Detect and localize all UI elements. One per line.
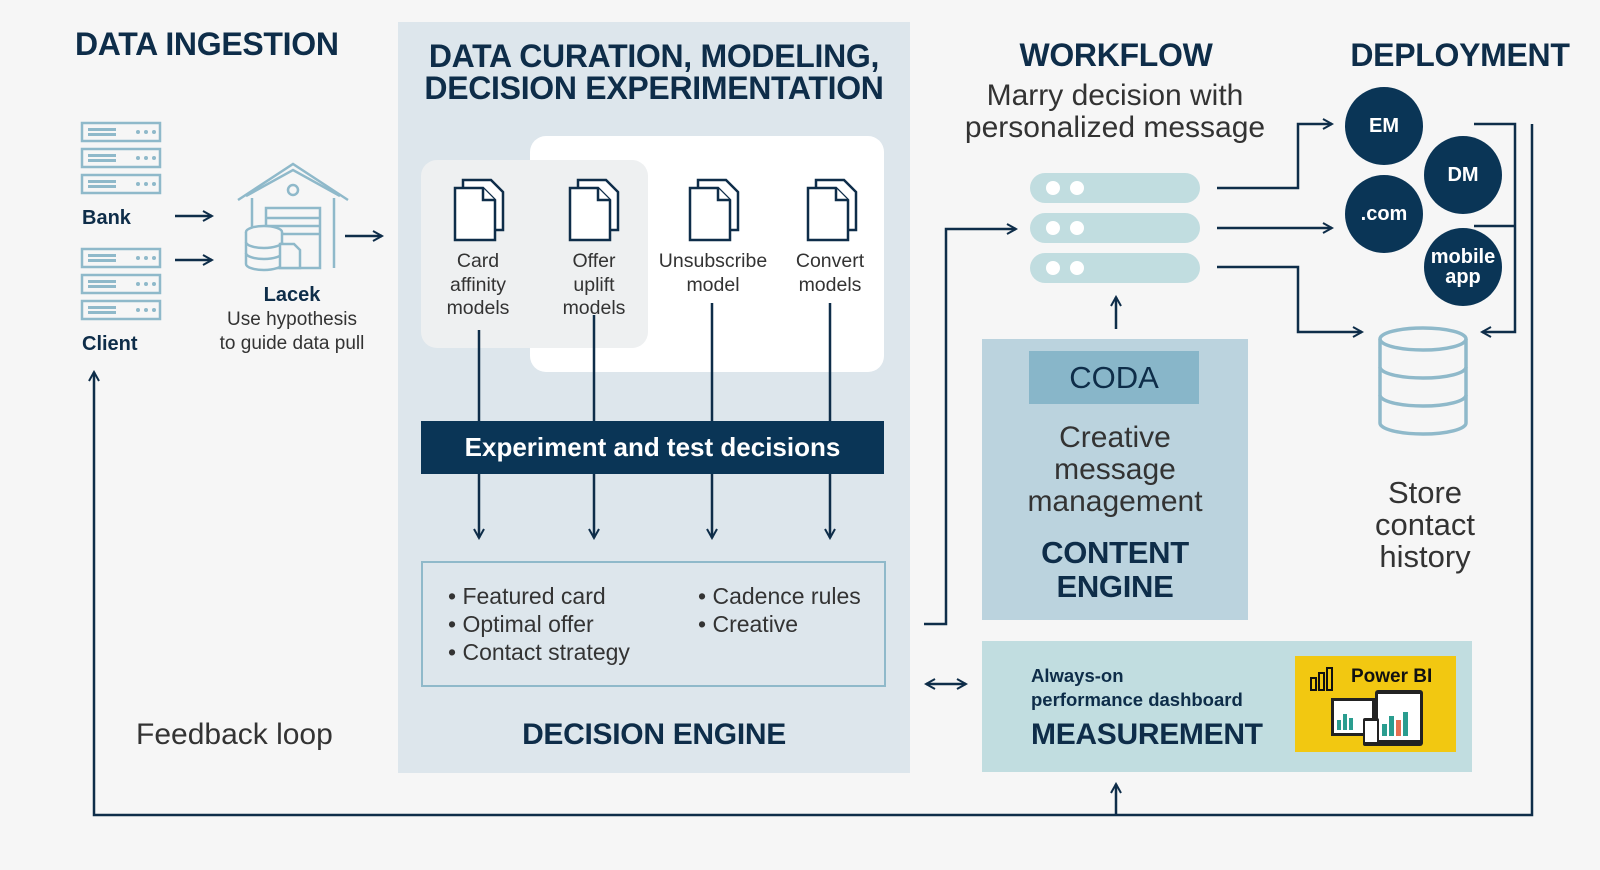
channel-em: EM xyxy=(1345,87,1423,165)
client-label: Client xyxy=(82,333,138,355)
measurement-title: MEASUREMENT xyxy=(1031,718,1263,751)
workflow-title: WORKFLOW xyxy=(1019,37,1213,73)
document-icon xyxy=(806,178,858,242)
feedback-loop-label: Feedback loop xyxy=(136,718,333,751)
channel-dm: DM xyxy=(1424,136,1502,214)
decision-item: Creative xyxy=(698,610,861,638)
coda-label: CODA xyxy=(1029,351,1199,404)
database-icon xyxy=(1378,326,1468,436)
workflow-to-em-arrow xyxy=(1217,124,1332,190)
content-engine-title: CONTENT ENGINE xyxy=(1041,535,1189,604)
decision-engine-title: DECISION ENGINE xyxy=(522,718,786,751)
decision-item: Featured card xyxy=(448,582,630,610)
decision-item: Contact strategy xyxy=(448,638,629,666)
measurement-description: Always-on performance dashboard xyxy=(1031,665,1243,710)
bank-server-icon xyxy=(80,121,162,195)
powerbi-logo: Power BI xyxy=(1295,656,1456,752)
powerbi-bars-icon xyxy=(1310,667,1333,691)
powerbi-label: Power BI xyxy=(1351,666,1433,687)
channel-com: .com xyxy=(1345,175,1423,253)
decision-item: Cadence rules xyxy=(698,582,860,610)
curation-title: DATA CURATION, MODELING, DECISION EXPERI… xyxy=(398,40,910,104)
workflow-subtitle-line1: Marry decision with xyxy=(986,79,1244,112)
bank-label: Bank xyxy=(82,207,131,229)
decision-item: Optimal offer xyxy=(448,610,630,638)
document-icon xyxy=(688,178,740,242)
lacek-label: Lacek xyxy=(263,284,321,306)
warehouse-icon xyxy=(237,162,349,272)
engine-to-workflow-arrow xyxy=(924,229,1016,626)
client-server-icon xyxy=(80,247,162,321)
devices-dashboard-icon xyxy=(1331,690,1423,746)
lacek-desc-line2: to guide data pull xyxy=(219,333,365,354)
workflow-server-icon xyxy=(1030,173,1200,285)
workflow-subtitle: Marry decision with personalized message xyxy=(950,80,1280,144)
feedback-loop-arrow xyxy=(94,124,1534,817)
document-icon xyxy=(568,178,620,242)
lacek-description: Use hypothesis to guide data pull xyxy=(200,308,384,356)
curation-title-line2: DECISION EXPERIMENTATION xyxy=(424,70,884,106)
deployment-to-store-arrow xyxy=(1474,122,1517,332)
content-engine-description: Creative message management xyxy=(1027,421,1203,518)
store-contact-history-label: Store contact history xyxy=(1375,475,1475,574)
document-icon xyxy=(453,178,505,242)
workflow-subtitle-line2: personalized message xyxy=(964,111,1266,144)
decision-outputs-right: Cadence rules Creative xyxy=(698,582,861,638)
decision-outputs-left: Featured card Optimal offer Contact stra… xyxy=(448,582,630,666)
curation-title-line1: DATA CURATION, MODELING, xyxy=(428,38,880,74)
workflow-to-store-arrow xyxy=(1217,265,1362,332)
channel-mobile-app: mobile app xyxy=(1424,228,1502,306)
lacek-desc-line1: Use hypothesis xyxy=(227,309,357,330)
data-ingestion-title: DATA INGESTION xyxy=(75,26,339,62)
deployment-title: DEPLOYMENT xyxy=(1350,37,1570,73)
experiment-bar: Experiment and test decisions xyxy=(421,421,884,474)
